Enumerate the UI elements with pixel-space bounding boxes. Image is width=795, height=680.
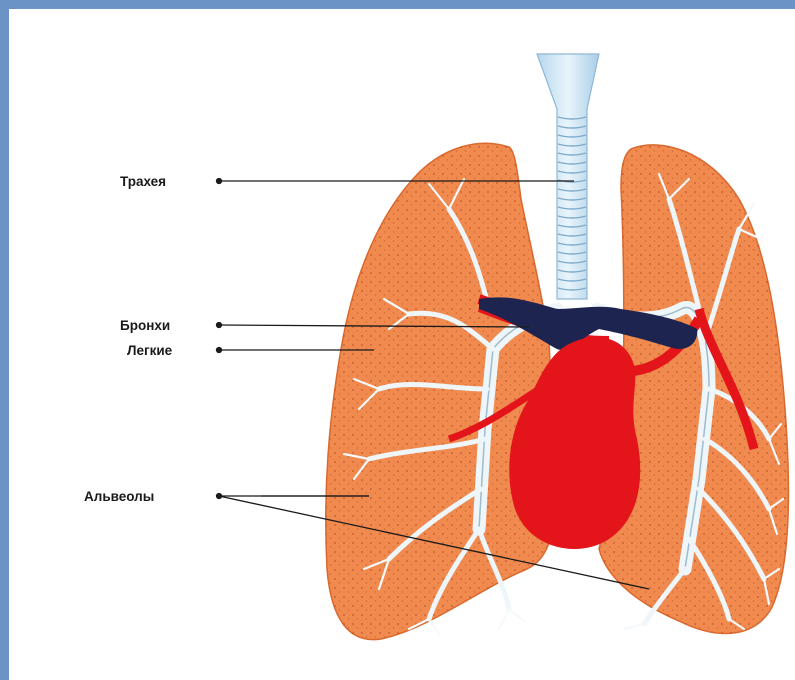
diagram-frame: Трахея Бронхи Легкие Альвеолы: [9, 9, 795, 680]
label-trachea: Трахея: [120, 174, 166, 189]
trachea: [537, 54, 599, 299]
label-bronchi: Бронхи: [120, 318, 170, 333]
label-lungs: Легкие: [127, 343, 173, 358]
left-lung: [326, 143, 556, 639]
label-alveoli: Альвеолы: [84, 489, 154, 504]
lungs-diagram: Трахея Бронхи Легкие Альвеолы: [9, 9, 795, 680]
